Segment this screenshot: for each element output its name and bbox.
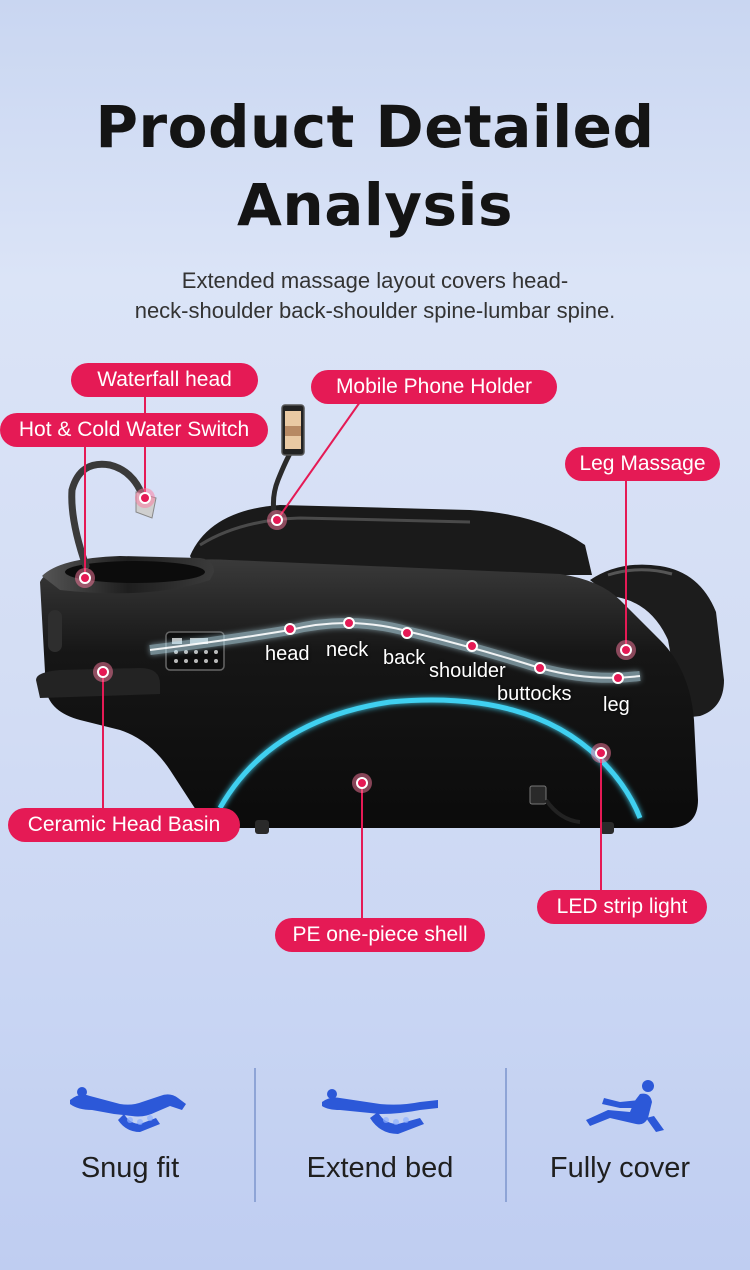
feature-label: Snug fit xyxy=(80,1152,180,1184)
feature-snug-fit: Snug fit xyxy=(5,1068,255,1208)
backrest xyxy=(190,505,592,575)
phone-holder-arm xyxy=(270,448,295,523)
feature-extend-bed: Extend bed xyxy=(255,1068,505,1208)
title-line-2: Analysis xyxy=(237,171,513,239)
feature-fully-cover: Fully cover xyxy=(495,1068,745,1208)
zone-back: back xyxy=(383,647,426,669)
feature-row: Snug fit Extend bed Fully cover xyxy=(0,1068,750,1208)
zone-dots xyxy=(284,617,624,684)
feature-label: Extend bed xyxy=(306,1152,454,1184)
led-arc xyxy=(217,697,643,819)
flat-body-icon xyxy=(322,1089,438,1134)
waterfall-hose xyxy=(68,460,150,570)
zone-shoulder: shoulder xyxy=(429,660,506,682)
feature-divider xyxy=(505,1068,507,1202)
title-line-1: Product Detailed xyxy=(95,93,655,161)
callout-ceramic-basin: Ceramic Head Basin xyxy=(8,808,240,842)
callout-pe-shell: PE one-piece shell xyxy=(275,918,485,952)
zone-buttocks: buttocks xyxy=(497,683,572,705)
callout-phone-holder: Mobile Phone Holder xyxy=(311,370,557,404)
callout-dots xyxy=(75,488,636,793)
zone-leg: leg xyxy=(603,694,630,716)
callout-hot-cold-switch: Hot & Cold Water Switch xyxy=(0,413,268,447)
page-title: Product Detailed Analysis xyxy=(0,88,750,244)
subtitle: Extended massage layout covers head- nec… xyxy=(0,266,750,326)
zone-neck: neck xyxy=(326,639,369,661)
callout-waterfall-head: Waterfall head xyxy=(71,363,258,397)
subtitle-line-1: Extended massage layout covers head- xyxy=(181,268,569,293)
subtitle-line-2: neck-shoulder back-shoulder spine-lumbar… xyxy=(134,298,616,323)
seated-body-icon xyxy=(586,1080,664,1132)
leg-rest xyxy=(590,564,724,718)
callout-lines xyxy=(84,396,627,918)
reclined-body-icon xyxy=(70,1087,186,1132)
callout-leg-massage: Leg Massage xyxy=(565,447,720,481)
zone-head: head xyxy=(265,643,310,665)
feature-label: Fully cover xyxy=(549,1152,691,1184)
feature-divider xyxy=(254,1068,256,1202)
chair-body xyxy=(40,559,698,828)
callout-led-strip: LED strip light xyxy=(537,890,707,924)
